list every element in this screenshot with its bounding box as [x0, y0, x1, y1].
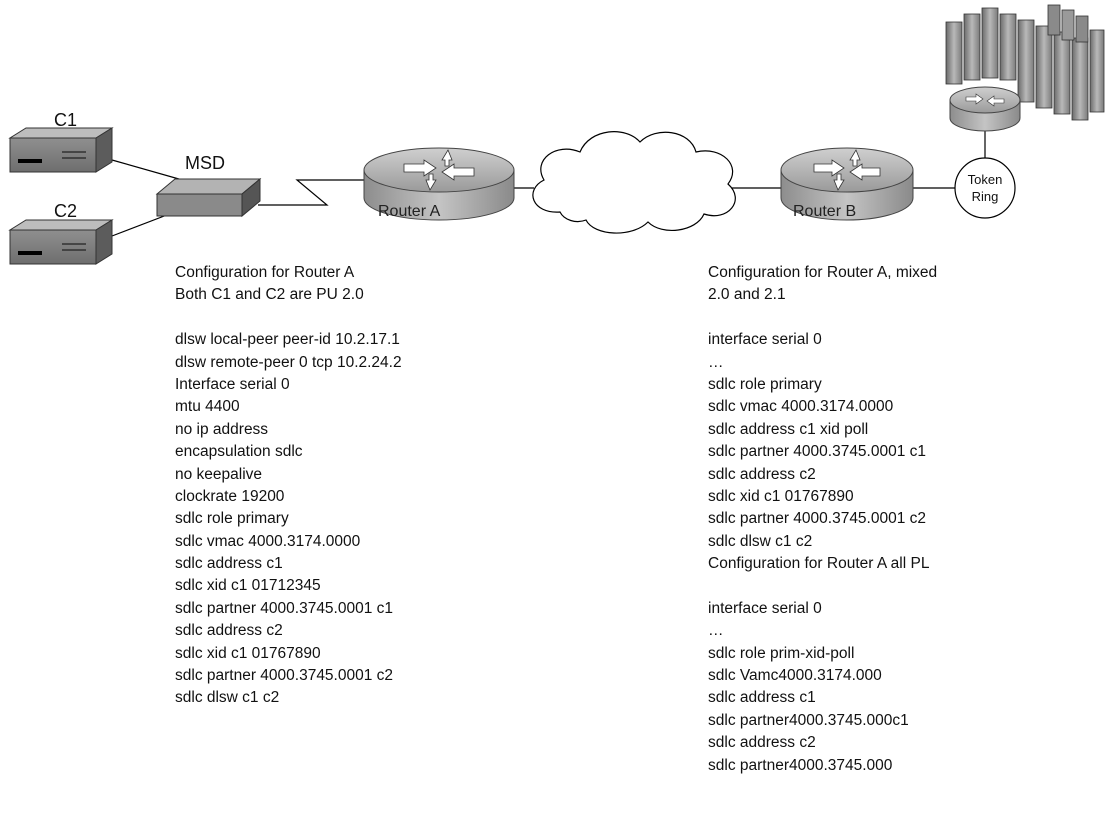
config-line: sdlc role prim-xid-poll [708, 644, 855, 662]
token-ring-icon [954, 157, 1016, 219]
config-line: sdlc partner4000.3745.000 [708, 756, 893, 774]
config-line: mtu 4400 [175, 398, 240, 416]
config-line: sdlc dlsw c1 c2 [175, 689, 280, 707]
token-ring-label-line-2: Ring [971, 189, 999, 204]
msd-device [155, 177, 262, 218]
c2-device [8, 219, 114, 265]
config-line: Configuration for Router A all PL [708, 555, 930, 573]
config-line: no keepalive [175, 465, 263, 483]
config-line: sdlc address c1 [175, 555, 283, 573]
config-line: encapsulation sdlc [175, 443, 303, 461]
serial-link-msd-router-a [258, 179, 364, 206]
config-line: sdlc Vamc4000.3174.000 [708, 667, 882, 685]
c2-label: C2 [54, 201, 78, 221]
config-line: sdlc partner4000.3745.000c1 [708, 711, 909, 729]
network-cloud [532, 131, 736, 234]
config-line: sdlc partner 4000.3745.0001 c2 [708, 510, 927, 528]
config-line: Interface serial 0 [175, 375, 290, 393]
config-line [175, 307, 402, 329]
token-ring-label-line-1: Token [967, 172, 1003, 187]
router-a-config-left: Configuration for Router A Both C1 and C… [175, 262, 402, 710]
msd-label: MSD [185, 153, 225, 173]
config-line: dlsw local-peer peer-id 10.2.17.1 [175, 331, 400, 349]
config-line: sdlc vmac 4000.3174.0000 [708, 398, 894, 416]
config-line: sdlc address c2 [175, 622, 283, 640]
config-line [708, 307, 937, 329]
config-line: interface serial 0 [708, 331, 822, 349]
config-line: sdlc partner 4000.3745.0001 c2 [175, 667, 394, 685]
config-line: Configuration for Router A [175, 264, 355, 281]
config-line: Configuration for Router A, mixed [708, 264, 938, 281]
config-line: sdlc address c1 xid poll [708, 420, 869, 438]
config-line: sdlc partner 4000.3745.0001 c1 [175, 599, 394, 617]
config-line: sdlc xid c1 01767890 [175, 644, 321, 662]
config-line: sdlc partner 4000.3745.0001 c1 [708, 443, 927, 461]
config-line: no ip address [175, 420, 269, 438]
config-line: sdlc vmac 4000.3174.0000 [175, 532, 361, 550]
config-line: sdlc xid c1 01712345 [175, 577, 321, 595]
router-b-label: Router B [793, 203, 857, 220]
config-line: sdlc address c1 [708, 689, 816, 707]
config-line: clockrate 19200 [175, 487, 285, 505]
config-line [708, 575, 937, 597]
config-line: interface serial 0 [708, 599, 822, 617]
config-line: sdlc role primary [708, 375, 822, 393]
token-ring-label: Token Ring [945, 171, 1025, 205]
config-line: sdlc address c2 [708, 734, 816, 752]
router-a-config-right: Configuration for Router A, mixed 2.0 an… [708, 262, 937, 777]
router-b-icon [780, 147, 914, 221]
config-line: sdlc address c2 [708, 465, 816, 483]
config-line: 2.0 and 2.1 [708, 286, 786, 304]
config-line: … [708, 622, 724, 640]
router-a-label: Router A [378, 203, 441, 220]
config-line: sdlc xid c1 01767890 [708, 487, 854, 505]
mainframe-icon [945, 4, 1105, 132]
config-line: … [708, 353, 724, 371]
router-a-icon [363, 147, 515, 221]
c1-device [8, 127, 114, 173]
config-line: dlsw remote-peer 0 tcp 10.2.24.2 [175, 353, 402, 371]
c1-label: C1 [54, 110, 78, 130]
config-line: sdlc dlsw c1 c2 [708, 532, 813, 550]
config-line: sdlc role primary [175, 510, 289, 528]
config-line: Both C1 and C2 are PU 2.0 [175, 286, 364, 304]
